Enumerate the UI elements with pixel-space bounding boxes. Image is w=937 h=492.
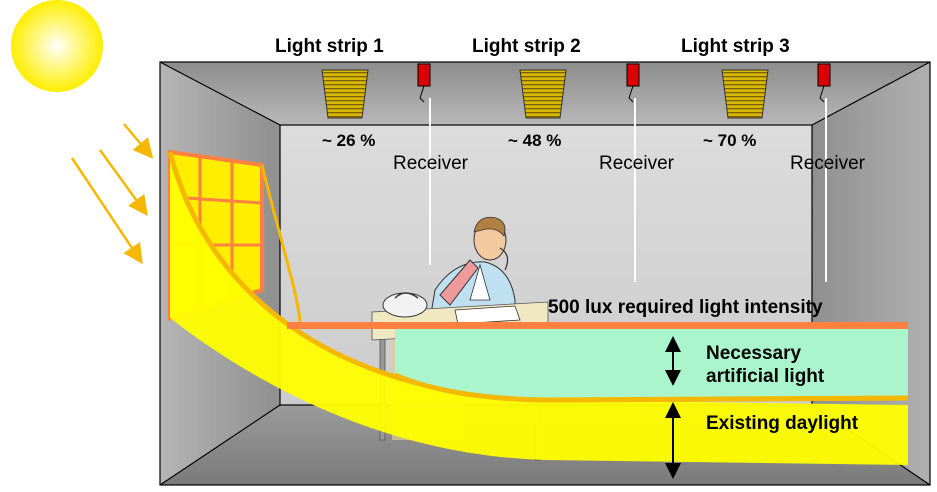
artificial-light-area	[395, 328, 908, 400]
daylight-area	[170, 152, 908, 465]
light-strip-1-percent: ~ 26 %	[322, 131, 376, 150]
light-fixture-2	[519, 69, 567, 119]
necessary-light-label-line1: Necessary	[706, 343, 802, 364]
receiver-sensor-3	[817, 63, 831, 282]
existing-daylight-label: Existing daylight	[706, 413, 859, 434]
receiver-sensor-1	[417, 63, 431, 265]
receiver-1-label: Receiver	[393, 153, 468, 174]
receiver-3-label: Receiver	[790, 153, 865, 174]
sun-rays	[70, 123, 154, 265]
light-strip-2-title: Light strip 2	[472, 36, 581, 57]
light-strip-2-percent: ~ 48 %	[508, 131, 562, 150]
receiver-sensor-2	[626, 63, 640, 282]
light-strip-3-percent: ~ 70 %	[703, 131, 757, 150]
necessary-light-label-line2: artificial light	[706, 366, 825, 387]
required-light-line	[287, 322, 908, 329]
light-fixture-3	[721, 69, 769, 119]
receiver-2-label: Receiver	[599, 153, 674, 174]
light-strip-1-title: Light strip 1	[275, 36, 384, 57]
sun-icon	[11, 0, 103, 92]
light-fixture-1	[321, 69, 369, 119]
light-strip-3-title: Light strip 3	[681, 36, 790, 57]
required-light-label: 500 lux required light intensity	[548, 297, 823, 318]
